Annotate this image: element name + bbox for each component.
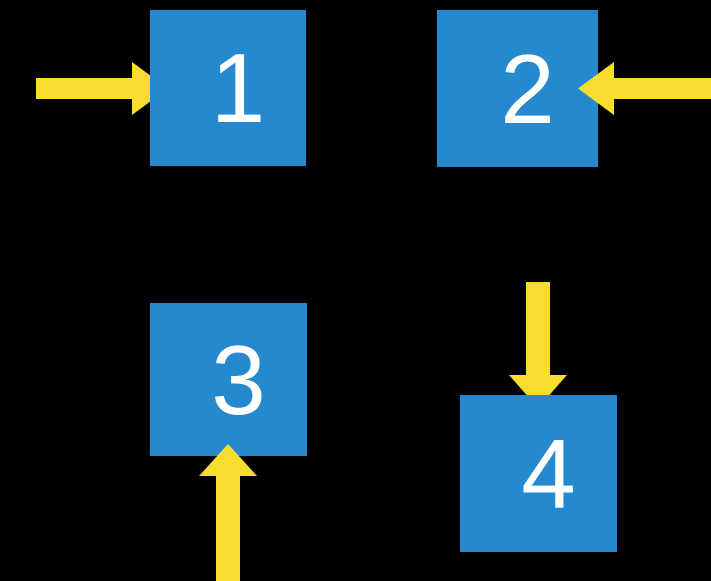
node-2-background (437, 10, 598, 167)
arrow-left-icon (578, 62, 711, 115)
arrow-left-into-node-2 (578, 62, 711, 115)
node-2-label: 2 (500, 33, 555, 144)
node-1[interactable]: 1 (150, 10, 306, 166)
node-1-label: 1 (210, 33, 266, 143)
node-3-label: 3 (211, 324, 266, 435)
arrow-down-icon (509, 282, 567, 408)
arrow-down-into-node-4 (509, 282, 567, 408)
arrow-up-icon (199, 444, 257, 581)
node-3[interactable]: 3 (150, 303, 307, 456)
node-1-background (150, 10, 306, 166)
arrow-up-into-node-3 (199, 444, 257, 581)
node-4[interactable]: 4 (460, 395, 617, 552)
arrow-right-into-node-1 (36, 62, 168, 115)
node-4-background (460, 395, 617, 552)
node-3-background (150, 303, 307, 456)
node-2[interactable]: 2 (437, 10, 598, 167)
node-4-label: 4 (521, 418, 576, 529)
arrow-right-icon (36, 62, 168, 115)
